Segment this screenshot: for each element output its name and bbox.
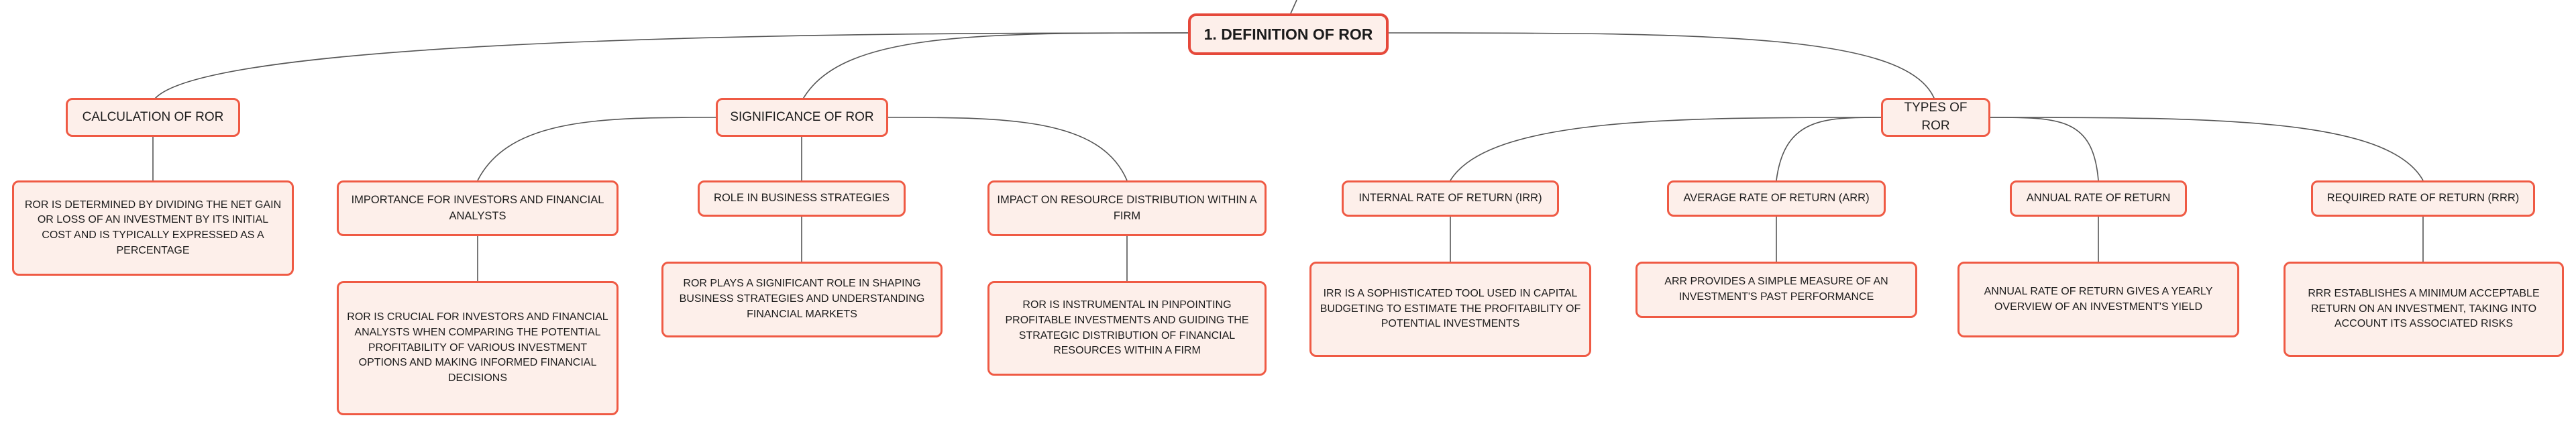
calculation-detail-node[interactable]: ROR IS DETERMINED BY DIVIDING THE NET GA… bbox=[12, 180, 294, 276]
root-node[interactable]: 1. DEFINITION OF ROR bbox=[1188, 13, 1389, 55]
connector-root-parent bbox=[1290, 0, 1297, 14]
rrr-node[interactable]: REQUIRED RATE OF RETURN (RRR) bbox=[2311, 180, 2535, 217]
resources-node[interactable]: IMPACT ON RESOURCE DISTRIBUTION WITHIN A… bbox=[987, 180, 1267, 236]
calculation-node[interactable]: CALCULATION OF ROR bbox=[66, 98, 240, 137]
connector-significance-investors bbox=[477, 117, 716, 181]
connector-root-calculation bbox=[152, 32, 1189, 102]
connector-types-arr bbox=[1776, 117, 1882, 181]
arr-node[interactable]: AVERAGE RATE OF RETURN (ARR) bbox=[1667, 180, 1886, 217]
resources-detail-node[interactable]: ROR IS INSTRUMENTAL IN PINPOINTING PROFI… bbox=[987, 281, 1267, 376]
connector-types-irr bbox=[1450, 117, 1882, 181]
significance-node[interactable]: SIGNIFICANCE OF ROR bbox=[716, 98, 888, 137]
connector-significance-resources bbox=[888, 117, 1128, 181]
rrr-detail-node[interactable]: RRR ESTABLISHES A MINIMUM ACCEPTABLE RET… bbox=[2284, 262, 2564, 357]
connector-types-annual bbox=[1990, 117, 2099, 181]
investors-node[interactable]: IMPORTANCE FOR INVESTORS AND FINANCIAL A… bbox=[337, 180, 619, 236]
irr-node[interactable]: INTERNAL RATE OF RETURN (IRR) bbox=[1342, 180, 1559, 217]
annual-detail-node[interactable]: ANNUAL RATE OF RETURN GIVES A YEARLY OVE… bbox=[1957, 262, 2239, 337]
types-node[interactable]: TYPES OF ROR bbox=[1881, 98, 1990, 137]
connector-root-significance bbox=[801, 32, 1189, 102]
connector-root-types bbox=[1388, 32, 1936, 102]
arr-detail-node[interactable]: ARR PROVIDES A SIMPLE MEASURE OF AN INVE… bbox=[1635, 262, 1917, 318]
irr-detail-node[interactable]: IRR IS A SOPHISTICATED TOOL USED IN CAPI… bbox=[1309, 262, 1591, 357]
annual-node[interactable]: ANNUAL RATE OF RETURN bbox=[2010, 180, 2187, 217]
connector-types-rrr bbox=[1990, 117, 2424, 181]
investors-detail-node[interactable]: ROR IS CRUCIAL FOR INVESTORS AND FINANCI… bbox=[337, 281, 619, 415]
strategies-detail-node[interactable]: ROR PLAYS A SIGNIFICANT ROLE IN SHAPING … bbox=[661, 262, 943, 337]
strategies-node[interactable]: ROLE IN BUSINESS STRATEGIES bbox=[698, 180, 906, 217]
